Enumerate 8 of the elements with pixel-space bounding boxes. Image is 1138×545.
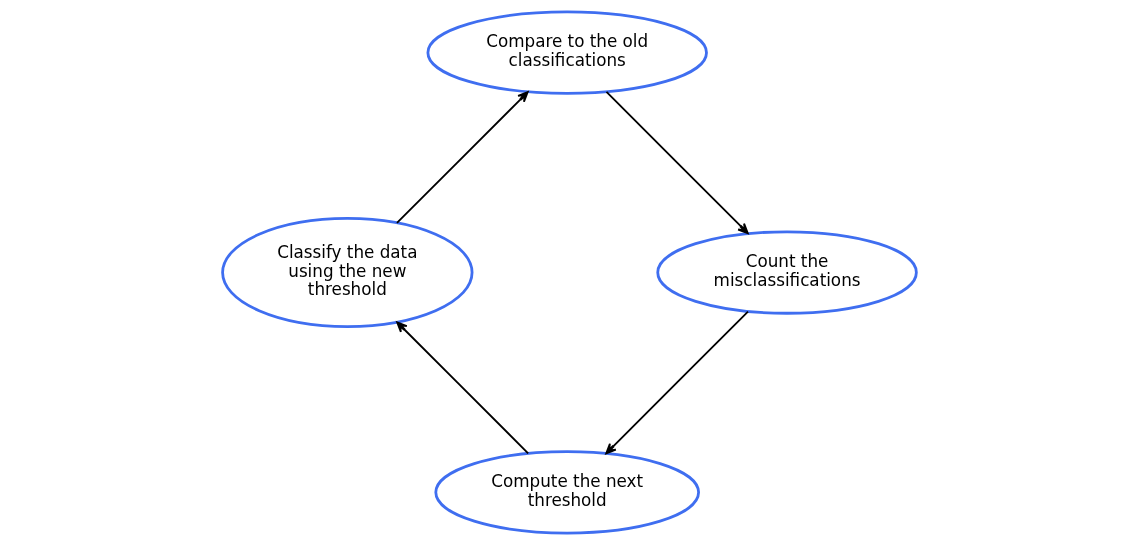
arrow <box>605 91 749 235</box>
node-ellipse: Classify the data using the new threshold <box>220 217 473 328</box>
node-ellipse: Compare to the old classifications <box>426 10 708 95</box>
arrow <box>604 310 749 455</box>
node-ellipse: Compute the next threshold <box>433 450 700 535</box>
node-ellipse: Count the misclassifications <box>655 230 918 315</box>
arrow <box>395 91 529 224</box>
arrow <box>395 321 529 455</box>
